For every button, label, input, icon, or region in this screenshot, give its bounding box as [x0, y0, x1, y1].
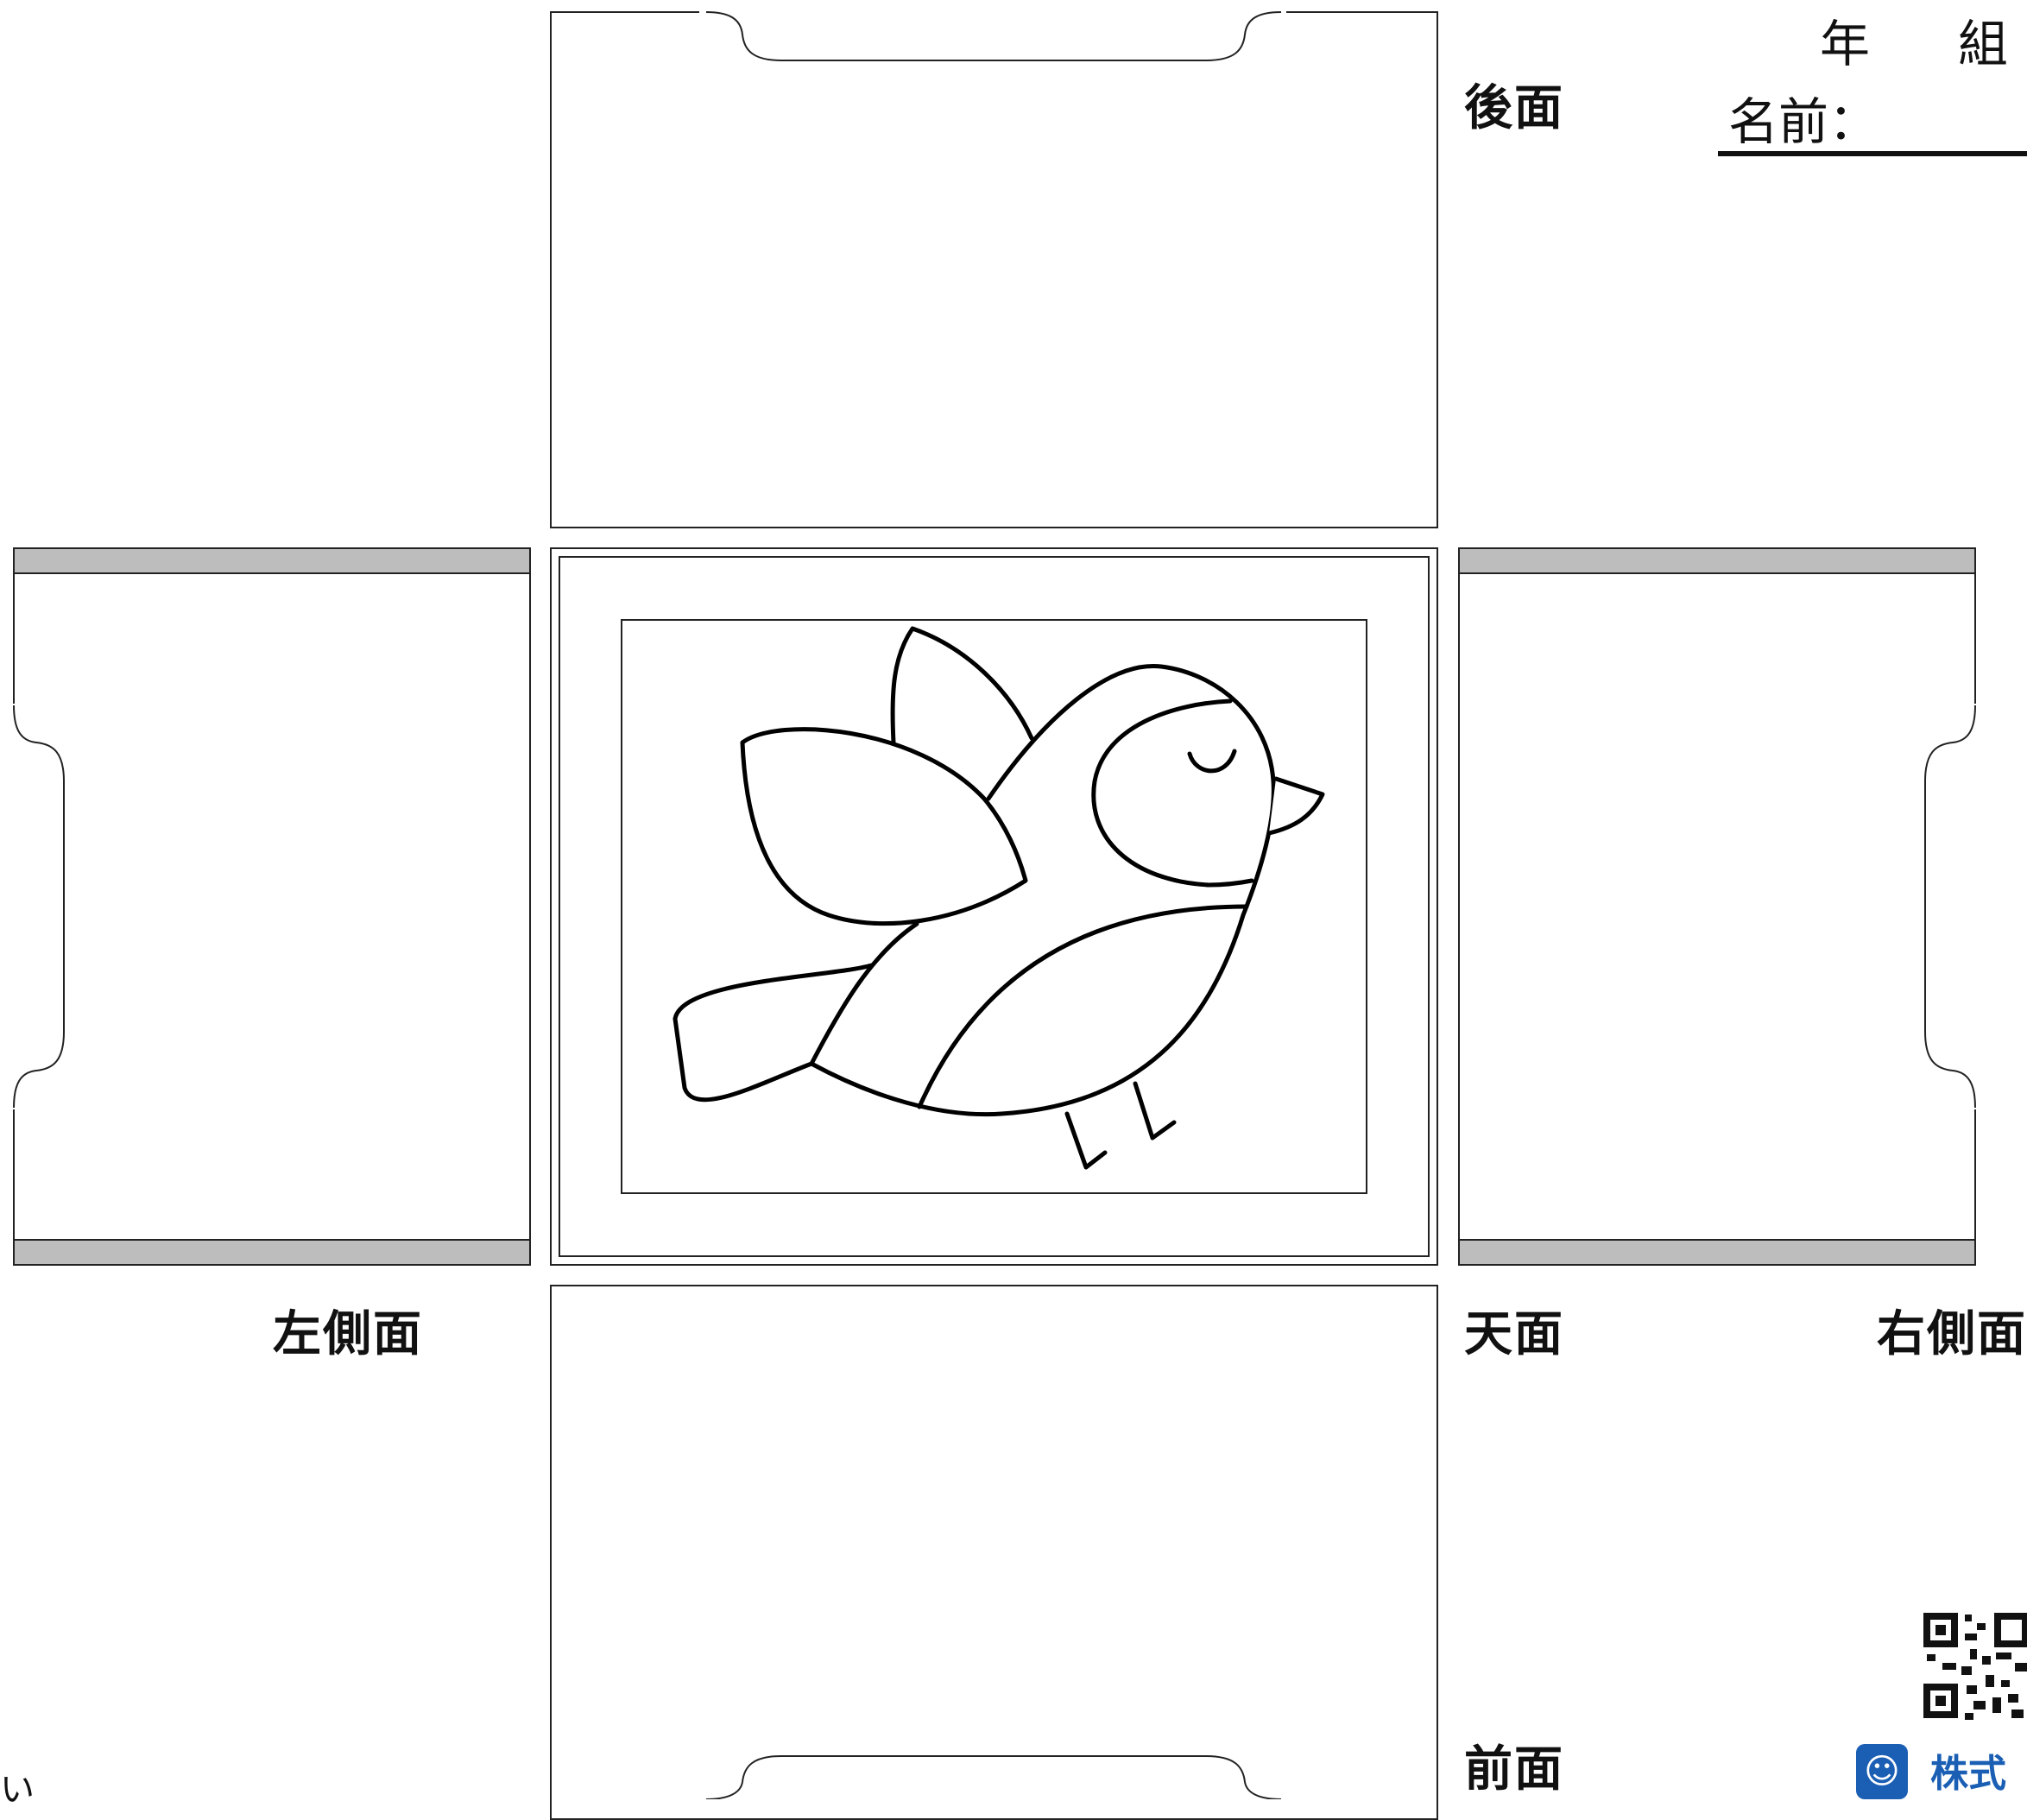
corner-text-fragment: い	[0, 1770, 35, 1810]
top-face-label: 天面	[1464, 1306, 1564, 1362]
class-label: 組	[1958, 15, 2009, 73]
left-side-panel	[13, 547, 531, 1266]
front-notch	[705, 1755, 1282, 1799]
children-logo-icon: ☺	[1856, 1744, 1908, 1799]
back-panel	[550, 11, 1438, 528]
front-panel	[550, 1285, 1438, 1820]
right-side-label: 右側面	[1877, 1306, 2027, 1362]
right-side-panel	[1458, 547, 1976, 1266]
left-bottom-tab	[13, 1239, 531, 1266]
picture-frame	[621, 619, 1367, 1194]
year-label: 年	[1820, 15, 1871, 73]
bird-drawing	[673, 626, 1325, 1170]
left-top-tab	[13, 547, 531, 574]
back-notch	[705, 11, 1282, 61]
left-notch	[13, 705, 65, 1109]
right-top-tab	[1458, 547, 1976, 574]
front-label: 前面	[1464, 1741, 1564, 1798]
right-notch	[1924, 705, 1976, 1109]
qr-code	[1923, 1613, 2027, 1720]
right-bottom-tab	[1458, 1239, 1976, 1266]
company-name: 株式	[1930, 1752, 2006, 1796]
left-side-label: 左側面	[273, 1306, 423, 1362]
back-label: 後面	[1464, 80, 1564, 136]
top-face-inner-frame	[559, 556, 1430, 1257]
name-label: 名前：	[1728, 92, 1879, 151]
